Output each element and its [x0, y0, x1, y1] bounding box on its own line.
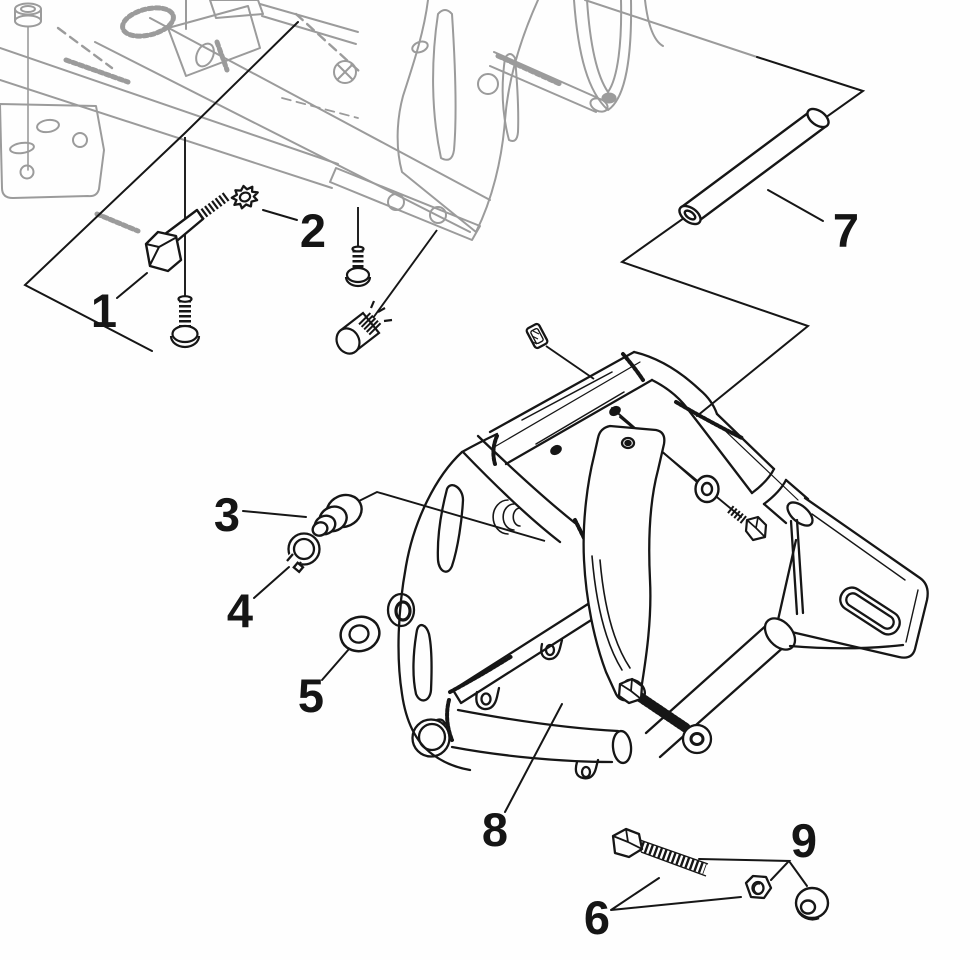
swingarm-pivot-plate [386, 432, 597, 772]
faded-rear-fork [573, 0, 664, 111]
part-5-washer [339, 615, 381, 653]
callout-7: 7 [833, 204, 859, 257]
part-3-spacer [311, 490, 546, 542]
swingarm-cross-tube [488, 350, 744, 466]
swingarm-assembly [386, 350, 929, 780]
callout-5: 5 [298, 669, 324, 722]
callout-leader-lines [116, 189, 824, 911]
part-4-retaining-ring [283, 532, 321, 574]
swingarm-chain-rail [448, 602, 598, 711]
callout-8: 8 [482, 803, 508, 856]
callout-numbers: 1 2 3 4 5 6 7 8 9 [91, 204, 859, 944]
callout-1: 1 [91, 284, 117, 337]
screw-leader-lines [184, 137, 438, 319]
part-9-spacer-bushing [794, 886, 830, 921]
part-6-hex-bolt [611, 827, 709, 877]
part-2-lock-washer [230, 184, 259, 210]
part-7-pivot-tube [678, 107, 830, 226]
faded-mount-box [167, 0, 359, 77]
part-6-hex-nut [744, 874, 773, 900]
callout-2: 2 [300, 204, 326, 257]
front-mount-screw-left [169, 295, 201, 349]
swingarm-right-arm [688, 410, 814, 527]
pivot-washer-small [694, 474, 720, 504]
callout-6: 6 [584, 891, 610, 944]
front-mount-screw-right [344, 245, 372, 288]
knurled-stud [335, 300, 393, 355]
callout-4: 4 [227, 584, 253, 637]
callout-9: 9 [791, 814, 817, 867]
faded-mount-bracket [0, 103, 105, 199]
swingarm-brake-bracket [582, 424, 666, 702]
faded-locknut [14, 2, 42, 171]
callout-3: 3 [214, 488, 240, 541]
swingarm-lower-tube [445, 698, 633, 780]
faded-pivot-stub [489, 51, 609, 113]
faded-frame-background [0, 0, 664, 241]
faded-pivot-plate [329, 0, 539, 241]
installation-plane-lines [23, 0, 866, 417]
part-1-hex-bolt [144, 191, 230, 273]
e-clip [525, 322, 595, 380]
pivot-bolt-small [727, 505, 768, 542]
swingarm-axle-adjuster [617, 677, 713, 755]
